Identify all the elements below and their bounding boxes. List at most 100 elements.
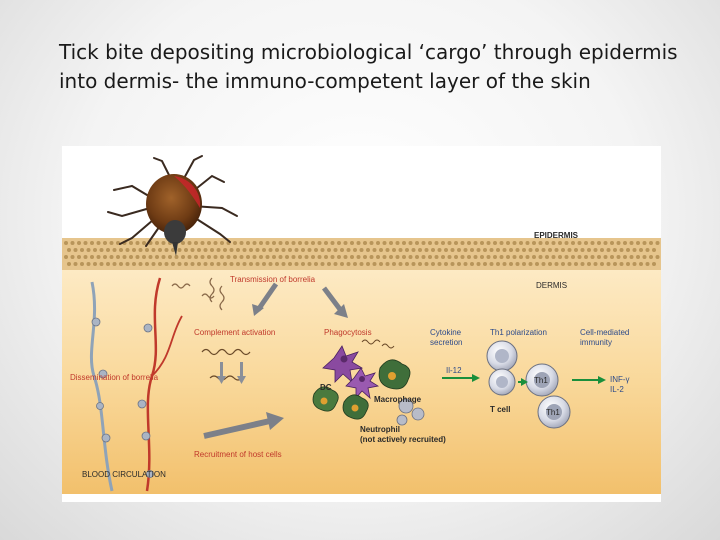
epidermis-cell-dot xyxy=(415,255,419,259)
epidermis-cell-dot xyxy=(545,255,549,259)
epidermis-cell-dot xyxy=(519,241,523,245)
epidermis-cell-dot xyxy=(181,241,185,245)
epidermis-cell-dot xyxy=(119,248,123,252)
tick-icon xyxy=(107,155,238,256)
label-macrophage: Macrophage xyxy=(374,395,422,404)
epidermis-cell-dot xyxy=(278,241,283,245)
label-cytokine-1: Cytokine xyxy=(430,328,462,337)
epidermis-cell-dot xyxy=(317,241,322,245)
epidermis-cell-dot xyxy=(327,248,331,252)
epidermis-cell-dot xyxy=(376,241,380,245)
epidermis-cell-dot xyxy=(187,241,192,245)
epidermis-cell-dot xyxy=(311,241,315,245)
epidermis-cell-dot xyxy=(532,241,536,245)
epidermis-cell-dot xyxy=(493,255,497,259)
epidermis-cell-dot xyxy=(363,255,367,259)
label-cytokine-2: secretion xyxy=(430,338,462,347)
epidermis-cell-dot xyxy=(639,248,643,252)
epidermis-cell-dot xyxy=(463,262,468,266)
epidermis-cell-dot xyxy=(587,262,591,266)
epidermis-cell-dot xyxy=(203,262,208,266)
epidermis-cell-dot xyxy=(86,262,91,266)
epidermis-cell-dot xyxy=(294,262,299,266)
epidermis-cell-dot xyxy=(441,241,445,245)
epidermis-cell-dot xyxy=(463,248,468,252)
epidermis-cell-dot xyxy=(541,262,546,266)
epidermis-cell-dot xyxy=(486,255,491,259)
epidermis-cell-dot xyxy=(603,255,608,259)
epidermis-cell-dot xyxy=(512,241,517,245)
epidermis-cell-dot xyxy=(441,255,445,259)
epidermis-cell-dot xyxy=(350,241,354,245)
epidermis-cell-dot xyxy=(571,255,575,259)
epidermis-cell-dot xyxy=(252,255,257,259)
epidermis-cell-dot xyxy=(333,248,338,252)
epidermis-cell-dot xyxy=(314,262,318,266)
epidermis-cell-dot xyxy=(623,255,627,259)
epidermis-cell-dot xyxy=(307,248,312,252)
label-il12: Il-12 xyxy=(446,366,462,375)
epidermis-cell-dot xyxy=(129,241,133,245)
epidermis-cell-dot xyxy=(587,248,591,252)
epidermis-cell-dot xyxy=(405,262,409,266)
epidermis-cell-dot xyxy=(613,248,617,252)
label-th1-a: Th1 xyxy=(534,376,548,385)
epidermis-cell-dot xyxy=(103,255,107,259)
epidermis-cell-dot xyxy=(554,248,559,252)
epidermis-cell-dot xyxy=(99,248,104,252)
epidermis-cell-dot xyxy=(470,248,474,252)
epidermis-cell-dot xyxy=(502,248,507,252)
epidermis-cell-dot xyxy=(561,248,565,252)
epidermis-cell-dot xyxy=(580,262,585,266)
epidermis-cell-dot xyxy=(291,241,296,245)
epidermis-cell-dot xyxy=(392,262,396,266)
epidermis-cell-dot xyxy=(636,255,640,259)
epidermis-cell-dot xyxy=(73,248,78,252)
epidermis-cell-dot xyxy=(372,262,377,266)
epidermis-cell-dot xyxy=(145,262,149,266)
epidermis-cell-dot xyxy=(356,255,361,259)
epidermis-cell-dot xyxy=(421,255,426,259)
epidermis-cell-dot xyxy=(457,248,461,252)
epidermis-cell-dot xyxy=(385,248,390,252)
epidermis-cell-dot xyxy=(597,241,601,245)
epidermis-cell-dot xyxy=(460,255,465,259)
epidermis-cell-dot xyxy=(249,248,253,252)
epidermis-cell-dot xyxy=(343,241,348,245)
epidermis-cell-dot xyxy=(177,248,182,252)
epidermis-cell-dot xyxy=(574,248,578,252)
epidermis-cell-dot xyxy=(207,255,211,259)
epidermis-cell-dot xyxy=(359,248,364,252)
epidermis-cell-dot xyxy=(151,262,156,266)
epidermis-cell-dot xyxy=(538,241,543,245)
epidermis-cell-dot xyxy=(642,255,647,259)
epidermis-cell-dot xyxy=(564,241,569,245)
epidermis-cell-dot xyxy=(317,255,322,259)
epidermis-cell-dot xyxy=(145,248,149,252)
epidermis-cell-dot xyxy=(281,262,286,266)
complement-arrows xyxy=(217,362,246,384)
epidermis-cell-dot xyxy=(285,241,289,245)
epidermis-cell-dot xyxy=(639,262,643,266)
epidermis-cell-dot xyxy=(405,248,409,252)
label-dc: DC xyxy=(320,383,332,392)
epidermis-cell-dot xyxy=(548,248,552,252)
epidermis-cell-dot xyxy=(155,255,159,259)
epidermis-cell-dot xyxy=(242,262,247,266)
epidermis-cell-dot xyxy=(213,241,218,245)
epidermis-cell-dot xyxy=(259,241,263,245)
epidermis-cell-dot xyxy=(535,248,539,252)
epidermis-cell-dot xyxy=(207,241,211,245)
epidermis-cell-dot xyxy=(645,262,650,266)
epidermis-cell-dot xyxy=(434,241,439,245)
epidermis-cell-dot xyxy=(190,248,195,252)
epidermis-cell-dot xyxy=(359,262,364,266)
epidermis-cell-dot xyxy=(402,255,406,259)
epidermis-cell-dot xyxy=(496,262,500,266)
epidermis-cell-dot xyxy=(590,255,595,259)
epidermis-cell-dot xyxy=(486,241,491,245)
epidermis-cell-dot xyxy=(444,248,448,252)
epidermis-cell-dot xyxy=(636,241,640,245)
epidermis-cell-dot xyxy=(64,255,68,259)
epidermis-cell-dot xyxy=(645,248,650,252)
